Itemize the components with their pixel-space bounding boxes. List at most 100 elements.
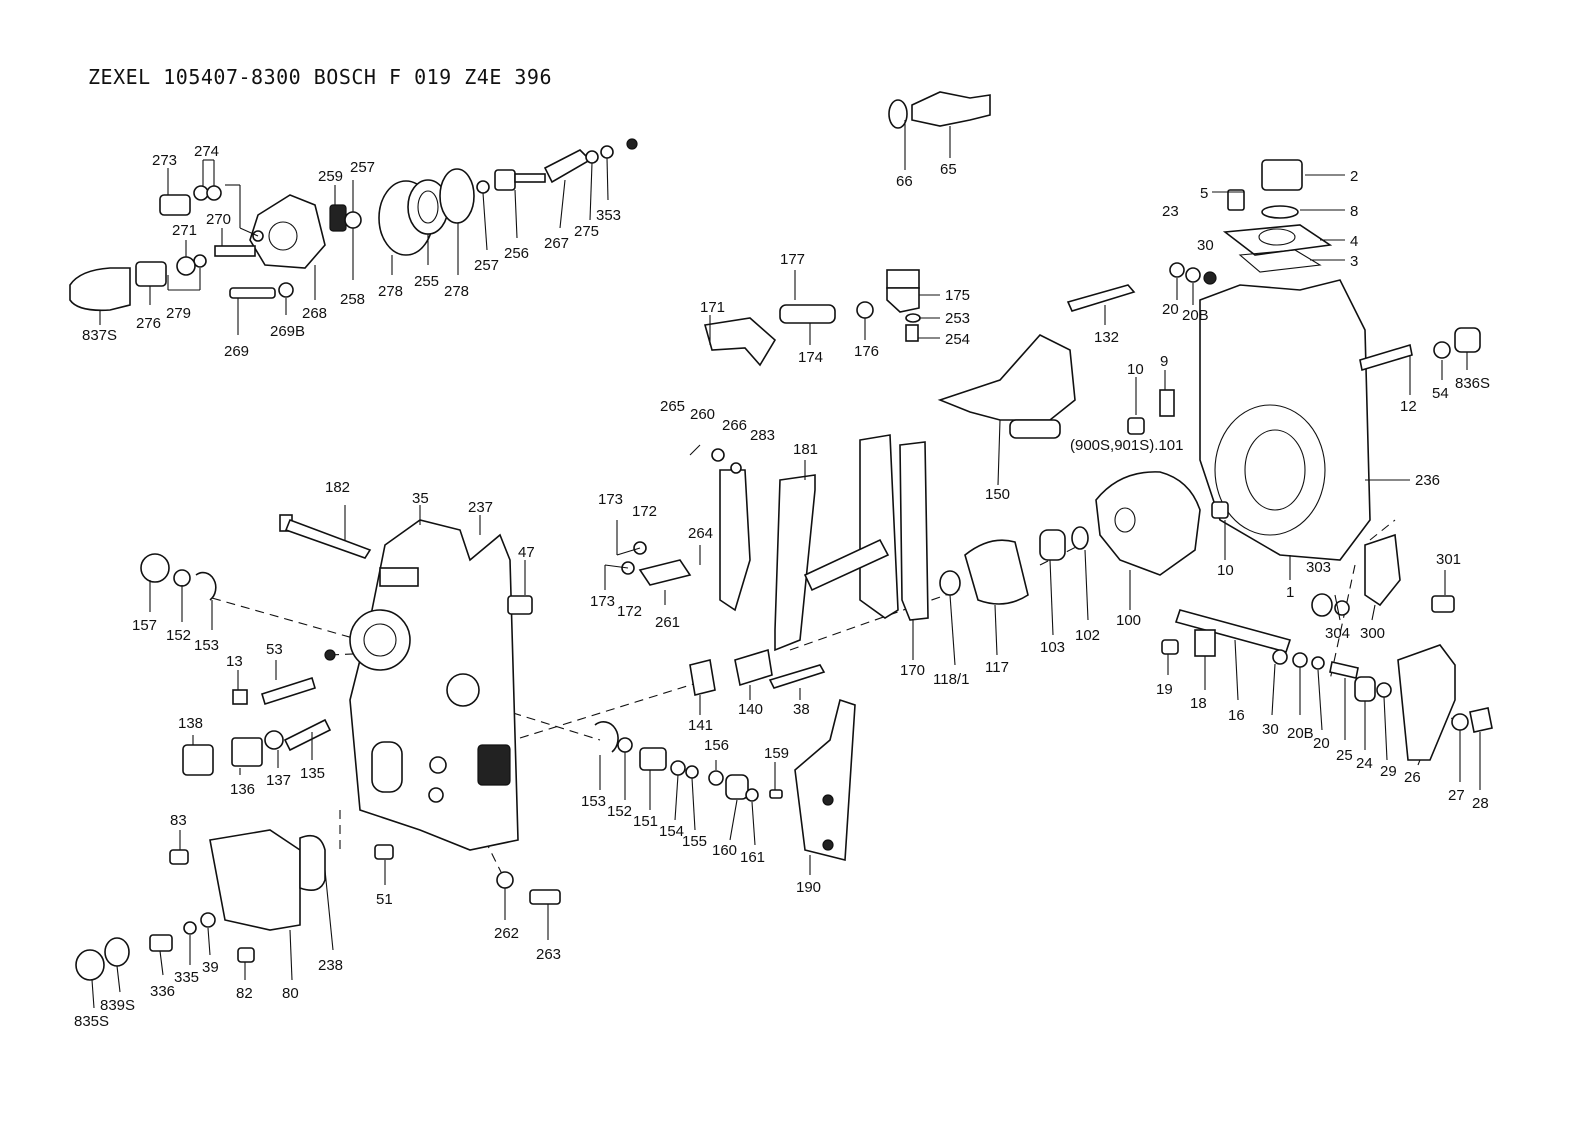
bolt-19	[1161, 639, 1179, 655]
bushing-174	[779, 304, 836, 324]
sleeve-117	[964, 539, 1029, 605]
callout-154: 154	[659, 823, 684, 840]
callout-155: 155	[682, 833, 707, 850]
cover-26	[1397, 644, 1456, 761]
o-ring-8	[1261, 205, 1299, 219]
callout-259: 259	[318, 168, 343, 185]
callout-173a: 173	[598, 491, 623, 508]
callout-12: 12	[1400, 398, 1417, 415]
callout-20Ba: 20B	[1182, 307, 1209, 324]
lever-181	[774, 474, 816, 652]
lever-170a	[859, 434, 899, 619]
callout-8: 8	[1350, 203, 1358, 220]
nut-13	[232, 689, 248, 705]
callout-835S: 835S	[74, 1013, 109, 1030]
callout-66: 66	[896, 173, 913, 190]
cap-837S	[69, 267, 131, 312]
callout-156: 156	[704, 737, 729, 754]
bolt-301	[1431, 595, 1455, 613]
callout-23: 23	[1162, 203, 1179, 220]
spring-governor	[803, 538, 890, 592]
callout-152b: 152	[607, 803, 632, 820]
callout-270: 270	[206, 211, 231, 228]
callout-51: 51	[376, 891, 393, 908]
callout-53: 53	[266, 641, 283, 658]
circlip-153b	[594, 721, 619, 753]
gasket-3	[1238, 249, 1322, 273]
bolt-273	[159, 194, 191, 216]
callout-83: 83	[170, 812, 187, 829]
callout-276: 276	[136, 315, 161, 332]
callout-19: 19	[1156, 681, 1173, 698]
callout-190: 190	[796, 879, 821, 896]
callout-54: 54	[1432, 385, 1449, 402]
callout-labels: 2 5 8 4 3 23 30 20 20B 132 12 54 836S 10…	[74, 143, 1490, 1030]
callout-283: 283	[750, 427, 775, 444]
shaft-16	[1174, 609, 1292, 653]
flyweight-100	[1095, 471, 1201, 576]
callout-39: 39	[202, 959, 219, 976]
callout-132: 132	[1094, 329, 1119, 346]
callout-153b: 153	[581, 793, 606, 810]
callout-24: 24	[1356, 755, 1373, 772]
cap-836S	[1454, 327, 1481, 353]
callout-261: 261	[655, 614, 680, 631]
callout-141: 141	[688, 717, 713, 734]
nut-276	[135, 261, 167, 287]
callout-157: 157	[132, 617, 157, 634]
callout-336: 336	[150, 983, 175, 1000]
callout-263: 263	[536, 946, 561, 963]
washer-66	[888, 99, 908, 129]
spring-267	[543, 149, 592, 184]
callout-182: 182	[325, 479, 350, 496]
callout-301: 301	[1436, 551, 1461, 568]
cap-835S	[75, 949, 105, 981]
bolt-51	[374, 844, 394, 860]
screw-269	[229, 287, 276, 299]
plug-157	[140, 553, 170, 583]
callout-118: 118/1	[933, 671, 969, 688]
nut-28	[1469, 707, 1493, 733]
screw-135	[283, 718, 332, 752]
callout-173b: 173	[590, 593, 615, 610]
callout-38: 38	[793, 701, 810, 718]
callout-335: 335	[174, 969, 199, 986]
callout-160: 160	[712, 842, 737, 859]
callout-278a: 278	[378, 283, 403, 300]
callout-262: 262	[494, 925, 519, 942]
callout-275: 275	[574, 223, 599, 240]
plug-2	[1261, 159, 1303, 191]
callout-177: 177	[780, 251, 805, 268]
center-shaft-parts	[594, 648, 856, 862]
callout-47: 47	[518, 544, 535, 561]
governor-housing	[75, 514, 561, 981]
callout-269B: 269B	[270, 323, 305, 340]
actuator-assembly	[69, 138, 638, 312]
actuator-housing-268	[249, 194, 326, 269]
circlip-153	[195, 571, 217, 601]
callout-271: 271	[172, 222, 197, 239]
callout-28: 28	[1472, 795, 1489, 812]
callout-172b: 172	[617, 603, 642, 620]
callout-80: 80	[282, 985, 299, 1002]
callout-269: 269	[224, 343, 249, 360]
callout-159: 159	[764, 745, 789, 762]
callout-13: 13	[226, 653, 243, 670]
callout-304: 304	[1325, 625, 1350, 642]
o-ring-278b	[439, 168, 475, 224]
callout-25: 25	[1336, 747, 1353, 764]
bolt-263	[529, 889, 561, 905]
callout-260: 260	[690, 406, 715, 423]
bushing-151	[639, 747, 667, 771]
callout-3: 3	[1350, 253, 1358, 270]
callout-137: 137	[266, 772, 291, 789]
callout-65: 65	[940, 161, 957, 178]
callout-102: 102	[1075, 627, 1100, 644]
callout-18: 18	[1190, 695, 1207, 712]
callout-10a: 10	[1127, 361, 1144, 378]
callout-175: 175	[945, 287, 970, 304]
nut-839S	[104, 937, 130, 967]
spring-140	[734, 648, 773, 687]
plug-47	[507, 595, 533, 615]
